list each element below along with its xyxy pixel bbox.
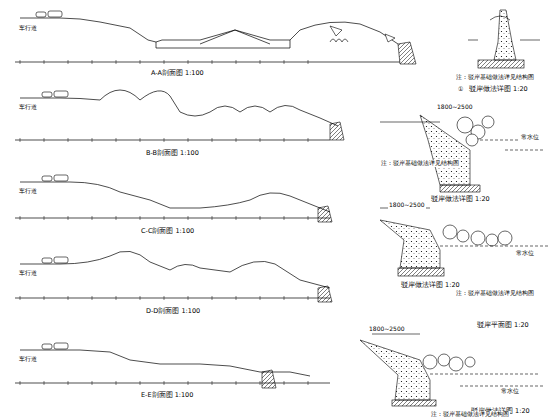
annotation: 常水位 bbox=[515, 250, 535, 257]
tick bbox=[68, 381, 69, 385]
tick bbox=[308, 381, 309, 385]
tick bbox=[284, 60, 285, 64]
tick bbox=[212, 216, 213, 220]
tick bbox=[140, 138, 141, 142]
annotation: 车行道 bbox=[18, 270, 38, 277]
drawing-title: 驳岸平面图 1:20 bbox=[476, 322, 530, 329]
tick bbox=[284, 216, 285, 220]
tick bbox=[260, 138, 261, 142]
tick bbox=[20, 216, 21, 220]
tick bbox=[164, 296, 165, 300]
tick bbox=[44, 296, 45, 300]
tick bbox=[164, 60, 165, 64]
annotation: 1800~2500 bbox=[436, 104, 474, 111]
tick bbox=[260, 381, 261, 385]
drawing-title: B-B剖面图 1:100 bbox=[145, 150, 200, 157]
annotation: 1800~2500 bbox=[388, 202, 426, 209]
drawing-title: 驳岸做法详图 1:20 bbox=[400, 282, 461, 289]
tick bbox=[140, 381, 141, 385]
tick bbox=[212, 138, 213, 142]
tick bbox=[44, 60, 45, 64]
tick bbox=[236, 381, 237, 385]
tick bbox=[188, 216, 189, 220]
tick bbox=[140, 216, 141, 220]
tick bbox=[212, 296, 213, 300]
tick bbox=[236, 60, 237, 64]
tick bbox=[116, 60, 117, 64]
tick bbox=[68, 138, 69, 142]
tick bbox=[188, 381, 189, 385]
tick bbox=[20, 381, 21, 385]
tick bbox=[92, 216, 93, 220]
tick bbox=[188, 138, 189, 142]
annotation: 常水位 bbox=[520, 134, 540, 141]
tick bbox=[92, 138, 93, 142]
tick bbox=[164, 138, 165, 142]
tick bbox=[20, 60, 21, 64]
tick bbox=[92, 381, 93, 385]
tick bbox=[308, 60, 309, 64]
tick bbox=[260, 60, 261, 64]
profiles bbox=[15, 18, 400, 383]
tick bbox=[308, 296, 309, 300]
drawing-title: 驳岸做法详图 1:20 bbox=[468, 86, 529, 93]
tick bbox=[188, 60, 189, 64]
tick bbox=[20, 296, 21, 300]
tick bbox=[92, 296, 93, 300]
annotation: 注：驳岸基础做法详见结构图 bbox=[380, 160, 460, 167]
tick bbox=[212, 381, 213, 385]
tick bbox=[68, 216, 69, 220]
tick bbox=[140, 296, 141, 300]
tick bbox=[284, 381, 285, 385]
ticks bbox=[20, 60, 308, 385]
tick bbox=[44, 216, 45, 220]
tick bbox=[116, 381, 117, 385]
annotation: 注：驳岸基础做法详见结构图 bbox=[455, 290, 535, 297]
detail-drawings bbox=[360, 10, 550, 406]
drawing-title: C-C剖面图 1:100 bbox=[140, 228, 195, 235]
tick bbox=[188, 296, 189, 300]
tick bbox=[212, 60, 213, 64]
drawing-title: D-D剖面图 1:100 bbox=[145, 308, 201, 315]
tick bbox=[284, 138, 285, 142]
tick bbox=[236, 216, 237, 220]
tick bbox=[164, 381, 165, 385]
tick bbox=[116, 296, 117, 300]
drawing-title: E-E剖面图 1:100 bbox=[140, 392, 194, 399]
tick bbox=[68, 60, 69, 64]
annotation: 车行道 bbox=[18, 188, 38, 195]
tick bbox=[236, 296, 237, 300]
annotation: 注：驳岸基础做法详见结构图 bbox=[455, 74, 535, 81]
tick bbox=[308, 216, 309, 220]
tick bbox=[20, 138, 21, 142]
tick bbox=[68, 296, 69, 300]
drawing-title: 驳岸做法详图 1:20 bbox=[430, 196, 491, 203]
annotation: 车行道 bbox=[18, 25, 38, 32]
tick bbox=[44, 138, 45, 142]
tick bbox=[164, 216, 165, 220]
tick bbox=[236, 138, 237, 142]
annotation: ① bbox=[457, 86, 464, 93]
tick bbox=[260, 296, 261, 300]
tick bbox=[116, 138, 117, 142]
tick bbox=[92, 60, 93, 64]
annotation: 车行道 bbox=[18, 104, 38, 111]
tick bbox=[140, 60, 141, 64]
annotation: 常水位 bbox=[500, 388, 520, 395]
cars bbox=[36, 11, 68, 349]
tick bbox=[44, 381, 45, 385]
tick bbox=[308, 138, 309, 142]
annotation: 注：驳岸基础做法详见结构图 bbox=[430, 411, 510, 418]
annotation: 1800~2500 bbox=[368, 326, 406, 333]
annotation: 车行道 bbox=[18, 356, 38, 363]
drawing-title: A-A剖面图 1:100 bbox=[150, 70, 205, 77]
tick bbox=[116, 216, 117, 220]
tick bbox=[260, 216, 261, 220]
tick bbox=[284, 296, 285, 300]
